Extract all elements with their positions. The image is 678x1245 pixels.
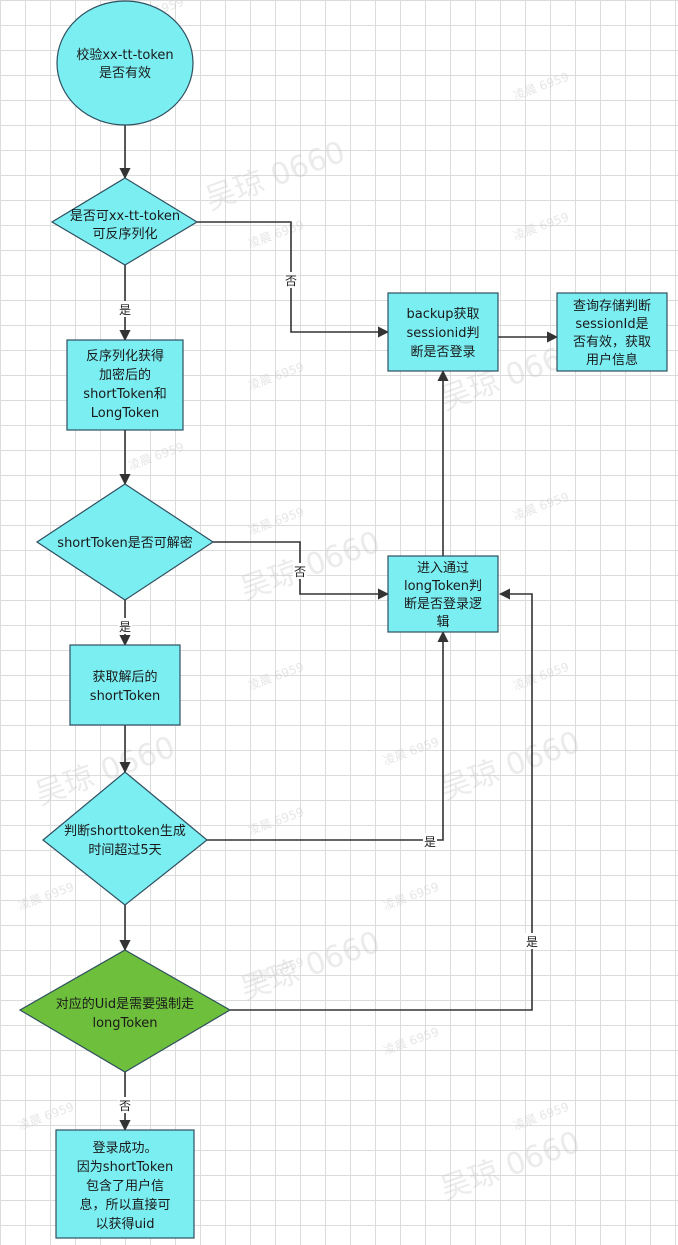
watermark-small: 凌晨 6959 <box>246 360 306 393</box>
node-query-session-line: 否有效，获取 <box>573 335 651 350</box>
process-box <box>66 339 184 431</box>
node-can-deserialize-line: 是否可xx-tt-token <box>70 209 180 224</box>
node-long-token-logic-line: 进入通过 <box>417 561 469 576</box>
node-deserialized-line: 反序列化获得 <box>86 348 164 364</box>
node-query-session-line: sessionId是 <box>575 317 648 332</box>
node-deserialized[interactable]: 反序列化获得 加密后的 shortToken和 LongToken <box>66 339 184 431</box>
node-long-token-logic-line: longToken判 <box>404 579 482 594</box>
node-force-long-line: longToken <box>92 1016 157 1031</box>
node-over-5-days-line: 时间超过5天 <box>88 843 161 858</box>
node-deserialized-line: 加密后的 <box>99 367 151 383</box>
decision-diamond-highlight <box>18 949 232 1073</box>
node-over-5-days[interactable]: 判断shorttoken生成 时间超过5天 <box>42 771 208 906</box>
node-short-decryptable-line: shortToken是否可解密 <box>57 535 192 551</box>
node-query-session-line: 用户信息 <box>586 352 638 368</box>
edge-label-yes: 是 <box>424 835 436 849</box>
watermark-small: 凌晨 6959 <box>381 1025 441 1058</box>
edge-label-layer: 否 是 否 是 是 是 否 <box>118 272 539 1113</box>
node-login-success-line: 息，所以直接可 <box>79 1197 170 1213</box>
watermark-name: 吴琼 0660 <box>201 135 350 218</box>
node-backup-line: 断是否登录 <box>410 345 475 360</box>
node-login-success-line: 因为shortToken <box>77 1160 173 1175</box>
watermark-small: 凌晨 6959 <box>16 1100 76 1133</box>
node-can-deserialize-line: 可反序列化 <box>92 227 157 242</box>
process-box <box>69 644 181 726</box>
watermark-small: 凌晨 6959 <box>16 880 76 913</box>
node-login-success-line: 登录成功。 <box>92 1141 157 1156</box>
decision-diamond <box>42 771 208 906</box>
watermark-small: 凌晨 6959 <box>381 880 441 913</box>
node-force-long[interactable]: 对应的Uid是需要强制走 longToken <box>18 949 232 1073</box>
node-backup-line: backup获取 <box>407 307 480 322</box>
process-box <box>55 1129 195 1239</box>
decision-diamond <box>35 483 215 601</box>
node-long-token-logic-line: 断是否登录逻 <box>404 597 482 612</box>
watermark-name: 吴琼 0660 <box>436 1125 585 1208</box>
watermark-small: 凌晨 6959 <box>246 660 306 693</box>
node-deserialized-line: shortToken和 <box>83 387 166 402</box>
node-got-short-line: 获取解后的 <box>92 669 157 685</box>
node-login-success-line: 以获得uid <box>95 1216 154 1232</box>
edge-yes-over-5-to-long-logic <box>205 630 449 841</box>
node-long-token-logic-line: 辑 <box>436 615 449 630</box>
edge-label-yes: 是 <box>526 935 538 949</box>
node-query-session-line: 查询存储判断 <box>573 299 651 314</box>
edge-label-yes: 是 <box>119 303 131 317</box>
edge-yes-force-to-long-logic <box>230 588 533 1011</box>
decision-diamond <box>50 177 199 266</box>
watermark-name: 吴琼 0660 <box>436 725 585 808</box>
node-force-long-line: 对应的Uid是需要强制走 <box>56 996 194 1012</box>
node-got-short-line: shortToken <box>90 689 160 704</box>
watermark-small: 凌晨 6959 <box>381 735 441 768</box>
node-backup-line: sessionid判 <box>407 326 480 341</box>
edge-label-no: 否 <box>119 1099 131 1113</box>
watermark-name: 吴琼 0660 <box>236 525 385 608</box>
watermark-small: 凌晨 6959 <box>511 660 571 693</box>
node-backup[interactable]: backup获取 sessionid判 断是否登录 <box>387 292 499 372</box>
edge-label-no: 否 <box>294 565 306 579</box>
watermark-small: 凌晨 6959 <box>246 505 306 538</box>
node-start-line: 校验xx-tt-token <box>76 47 173 63</box>
node-over-5-days-line: 判断shorttoken生成 <box>64 824 186 839</box>
edge-layer <box>119 125 559 1132</box>
node-got-short[interactable]: 获取解后的 shortToken <box>69 644 181 726</box>
start-ellipse <box>56 0 194 126</box>
node-start-line: 是否有效 <box>99 66 151 81</box>
node-query-session[interactable]: 查询存储判断 sessionId是 否有效，获取 用户信息 <box>556 292 668 372</box>
edge-label-no: 否 <box>285 274 297 288</box>
node-can-deserialize[interactable]: 是否可xx-tt-token 可反序列化 <box>50 177 199 266</box>
watermark-small: 凌晨 6959 <box>511 210 571 243</box>
process-box <box>387 555 499 633</box>
node-deserialized-line: LongToken <box>91 406 159 421</box>
process-box <box>556 292 668 372</box>
watermark-small: 凌晨 6959 <box>126 440 186 473</box>
watermark-small: 凌晨 6959 <box>246 805 306 838</box>
watermark-small: 凌晨 6959 <box>511 70 571 103</box>
node-login-success[interactable]: 登录成功。 因为shortToken 包含了用户信 息，所以直接可 以获得uid <box>55 1129 195 1239</box>
node-start[interactable]: 校验xx-tt-token 是否有效 <box>56 0 194 126</box>
node-short-decryptable[interactable]: shortToken是否可解密 <box>35 483 215 601</box>
edge-label-yes: 是 <box>119 620 131 634</box>
watermark-name: 吴琼 0660 <box>236 925 385 1008</box>
process-box <box>387 292 499 372</box>
node-long-token-logic[interactable]: 进入通过 longToken判 断是否登录逻 辑 <box>387 555 499 633</box>
watermark-small: 凌晨 6959 <box>511 490 571 523</box>
node-login-success-line: 包含了用户信 <box>86 1178 164 1194</box>
